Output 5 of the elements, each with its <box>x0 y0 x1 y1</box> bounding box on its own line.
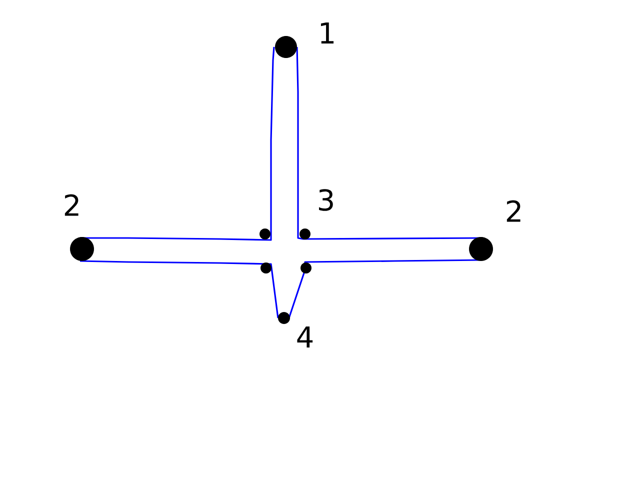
callout-number: 1 <box>320 22 334 44</box>
callout-number: 4 <box>297 326 313 348</box>
callout-number: 3 <box>319 189 333 211</box>
callout-number: 2 <box>506 200 520 222</box>
callout-number: 2 <box>64 194 78 216</box>
